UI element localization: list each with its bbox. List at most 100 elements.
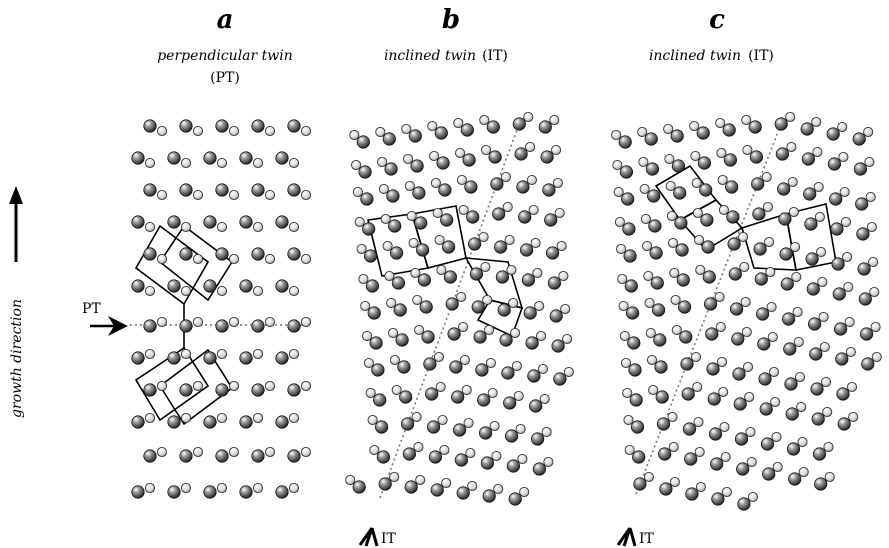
panel-b-atom-dark	[553, 372, 567, 386]
panel-c-atom-light	[870, 321, 881, 333]
panel-a-atom-dark	[215, 247, 229, 261]
panel-a-atom-light	[192, 316, 204, 328]
panel-b-atom-dark	[438, 183, 452, 197]
panel-b-atom-light	[536, 330, 547, 342]
panel-a-atom-dark	[275, 415, 289, 429]
panel-c-atom-light	[818, 311, 829, 323]
panel-a-atom-light	[216, 348, 228, 360]
panel-b-atom-light	[414, 324, 425, 336]
panel-c-atom-dark	[836, 387, 850, 401]
panel-b-atom-light	[511, 360, 522, 372]
panel-b-atom-dark	[462, 153, 476, 167]
panel-c-atom-light	[614, 216, 625, 228]
panel-c-atom-dark	[711, 492, 725, 506]
panel-c-atom-light	[796, 401, 807, 413]
panel-c-atom-light	[765, 266, 776, 278]
panel-b-atom-light	[380, 213, 391, 225]
panel-a-atom-light	[192, 380, 204, 392]
panel-c-atom-light	[715, 321, 726, 333]
panel-c-atom-light	[719, 421, 730, 433]
panel-c-atom-light	[666, 210, 677, 222]
panel-b-atom-dark	[410, 159, 424, 173]
panel-c-atom-dark	[853, 162, 868, 176]
panel-b-atom-light	[412, 294, 423, 306]
panel-b-atom-light	[523, 111, 534, 123]
panel-b-atom-light	[377, 156, 388, 168]
panel-a-atom-light	[264, 380, 276, 392]
panel-c-twin-plane	[635, 121, 783, 495]
panel-b-atom-light	[411, 411, 422, 423]
panel-a-atom-light	[144, 157, 156, 169]
panel-c-atom-dark	[658, 447, 672, 461]
atom-lattice	[131, 111, 882, 511]
panel-b-atom-dark	[393, 303, 407, 317]
panel-b-it-marker: IT	[358, 527, 397, 547]
panel-a-atom-dark	[215, 449, 229, 463]
panel-c-atom-dark	[807, 317, 822, 331]
panel-b-atom-dark	[430, 483, 444, 497]
panel-c-atom-light	[814, 211, 825, 223]
panel-c-atom-light	[671, 324, 682, 336]
panel-c-atom-light	[643, 471, 654, 483]
panel-b-atom-light	[437, 414, 448, 426]
panel-b-atom-dark	[530, 432, 545, 446]
panel-a-atom-dark	[167, 485, 181, 499]
panel-c-atom-dark	[671, 159, 686, 173]
panel-c-atom-light	[619, 330, 630, 342]
panel-a-atom-dark	[203, 215, 217, 229]
panel-a-atom-dark	[131, 415, 145, 429]
panel-b-atom-dark	[436, 156, 450, 170]
panel-b-atom-light	[363, 357, 374, 369]
panel-c-atom-light	[721, 486, 732, 498]
panel-c-atom-dark	[753, 242, 767, 256]
panel-c-atom-light	[714, 291, 725, 303]
panel-b-atom-light	[433, 351, 444, 363]
panel-c-atom-light	[819, 341, 830, 353]
panel-b-atom-dark	[417, 273, 431, 287]
panel-b-atom-dark	[504, 429, 519, 443]
panel-c-atom-light	[838, 151, 849, 163]
panel-b-atom-dark	[445, 297, 459, 311]
panel-b-atom-light	[484, 324, 495, 336]
panel-c-atom-dark	[751, 177, 765, 191]
panel-c-atom-dark	[780, 277, 794, 291]
panel-a-atom-light	[144, 412, 156, 424]
panel-b-atom-light	[367, 414, 378, 426]
panel-a-atom-dark	[215, 319, 229, 333]
panel-c-atom-dark	[831, 257, 845, 271]
panel-c-atom-dark	[670, 129, 684, 143]
panel-a-atom-light	[252, 482, 264, 494]
panel-c-atom-dark	[749, 150, 764, 164]
panel-a-atom-light	[156, 380, 168, 392]
panel-c-atom-dark	[728, 267, 742, 281]
panel-a-atom-dark	[167, 215, 181, 229]
panel-b-atom-light	[356, 243, 367, 255]
panel-c-atom-light	[640, 213, 651, 225]
panel-b-atom-light	[382, 240, 393, 252]
panel-c-atom-light	[742, 361, 754, 373]
panel-b-atom-light	[491, 450, 502, 462]
panel-c-atom-dark	[659, 482, 673, 496]
panel-c-atom-dark	[649, 246, 663, 260]
panel-b-atom-light	[410, 267, 421, 279]
panel-a-atom-light	[144, 482, 156, 494]
panel-b-atom-light	[369, 444, 380, 456]
panel-c-atom-dark	[625, 306, 640, 320]
panel-a-atom-dark	[215, 383, 229, 397]
panel-c-atom-light	[786, 141, 797, 153]
panel-b-atom-dark	[519, 243, 534, 257]
panel-c-atom-light	[643, 270, 654, 282]
panel-b-atom-light	[563, 366, 574, 378]
panel-b-atom-light	[481, 144, 492, 156]
panel-a-atom-light	[156, 446, 168, 458]
panel-c-atom-dark	[809, 347, 823, 361]
panel-b-atom-light	[562, 333, 573, 345]
panel-b-atom-dark	[391, 276, 405, 290]
panel-c-atom-dark	[673, 186, 687, 200]
panel-b-atom-light	[401, 123, 412, 135]
panel-b-atom-dark	[369, 336, 383, 350]
panel-b-atom-dark	[493, 240, 508, 254]
panel-a-atom-light	[180, 221, 192, 233]
panel-b-atom-dark	[452, 423, 467, 437]
panel-b-atom-dark	[503, 396, 517, 410]
